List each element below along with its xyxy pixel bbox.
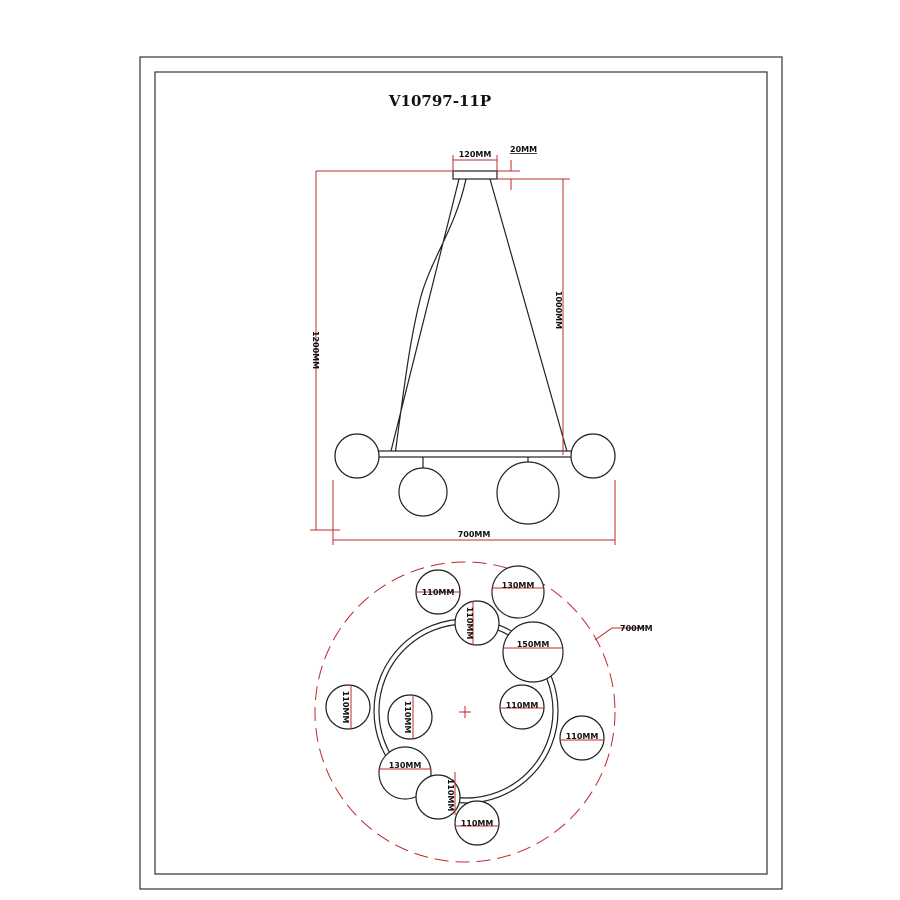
globes: 110MM 130MM 150MM 110MM 110MM 110MM 110M… [325,565,605,846]
globe [334,433,380,479]
inner-frame [154,71,768,875]
side-view: 120MM 20MM 1200MM 1000MM 700MM [310,145,616,545]
globe-label: 110MM [506,701,539,710]
diameter-leader [594,627,645,641]
canopy [452,170,498,180]
globe-label: 130MM [389,761,422,770]
globe-label: 110MM [465,607,474,640]
globe-label: 110MM [446,779,455,812]
model-title: V10797-11P [388,92,491,110]
total-height-label: 1200MM [311,331,320,369]
canopy-width-dimension [452,155,498,171]
canopy-width-label: 120MM [459,150,492,159]
globe-label: 110MM [341,691,350,724]
horizontal-bar [374,450,576,458]
total-height-dimension [310,170,453,531]
globe-label: 130MM [502,581,535,590]
globe-label: 110MM [566,732,599,741]
globe [496,461,560,525]
outer-frame [139,56,783,890]
cable-length-label: 1000MM [554,291,563,329]
diameter-label: 700MM [620,624,653,633]
canopy-height-dimension [497,160,570,190]
globe-label: 110MM [461,819,494,828]
canopy-height-label: 20MM [510,145,537,154]
globe-label: 150MM [517,640,550,649]
suspension-cables [389,178,569,456]
globe-label: 110MM [403,701,412,734]
globe [570,433,616,479]
globe-label: 110MM [422,588,455,597]
top-view: 700MM 110MM 130MM 150MM 110MM 110MM 110M… [314,561,653,863]
globe [398,467,448,517]
width-dimension [332,480,616,545]
center-mark [459,706,471,718]
width-label: 700MM [458,530,491,539]
diameter-circle [314,561,616,863]
